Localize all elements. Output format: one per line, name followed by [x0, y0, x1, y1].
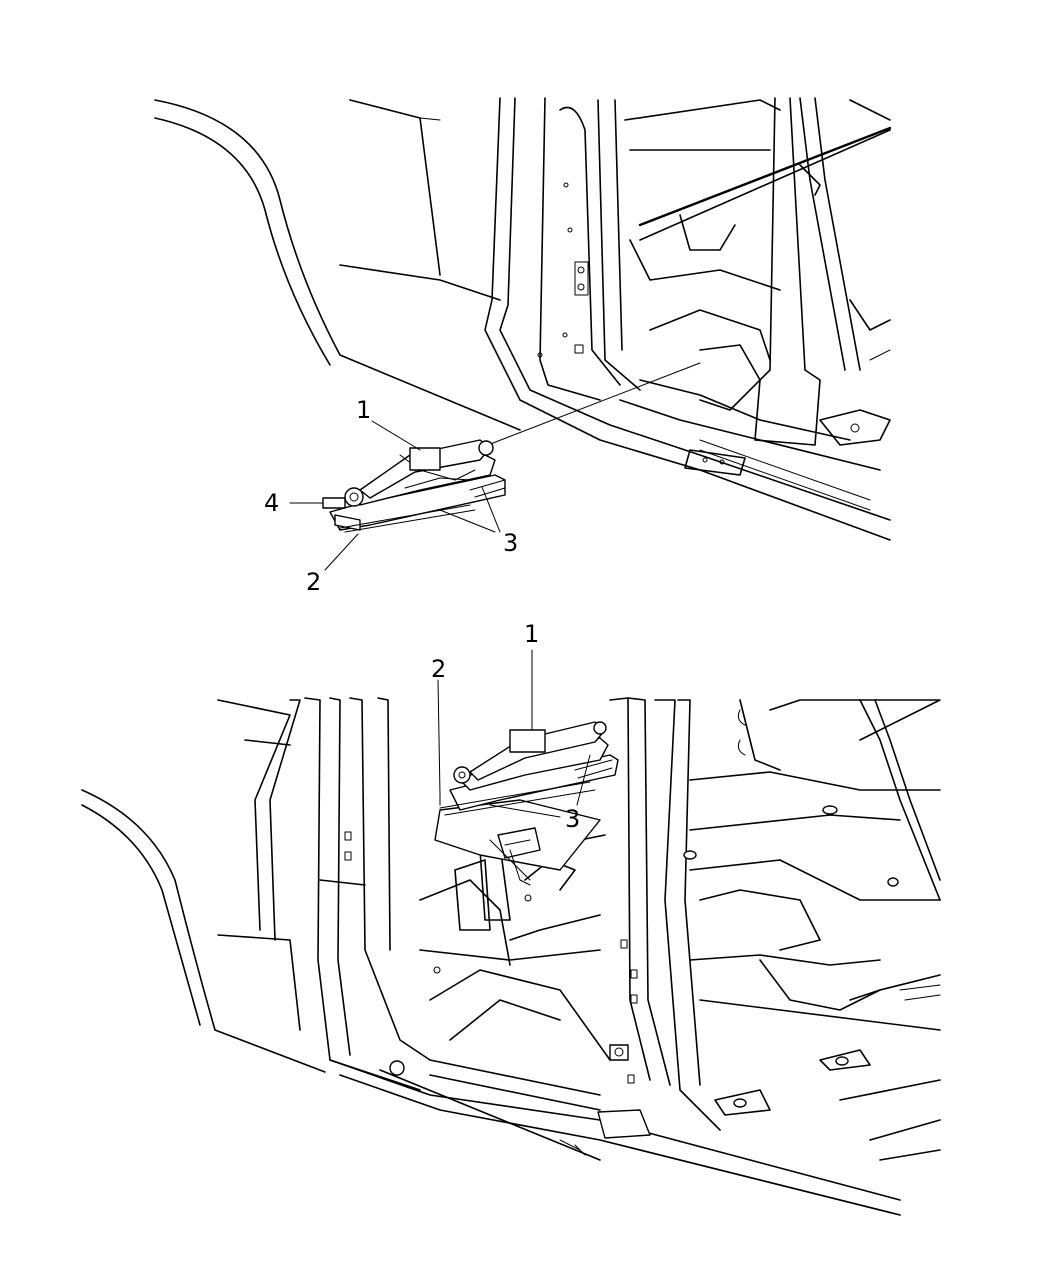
- top-callout-2: 2: [306, 568, 321, 596]
- bottom-view: 1 2 3: [81, 620, 941, 1216]
- bottom-scissor-jack: [439, 721, 619, 816]
- bottom-pillar-right: [609, 697, 721, 1131]
- top-view: 1 4 3 2: [154, 97, 892, 596]
- bottom-mount-bracket: [489, 827, 541, 886]
- top-scissor-jack: [322, 439, 506, 533]
- bottom-callout-leaders: [437, 649, 591, 818]
- top-callout-3: 3: [503, 529, 518, 557]
- bottom-callout-1: 1: [524, 620, 539, 648]
- bottom-pillar-left: [304, 697, 431, 1091]
- bottom-sill: [329, 1059, 901, 1216]
- top-door-opening: [484, 97, 891, 541]
- bottom-callout-2: 2: [431, 655, 446, 683]
- top-mount-leader: [479, 362, 701, 449]
- top-quarter-panel: [154, 99, 521, 431]
- bottom-interior: [419, 699, 941, 1161]
- top-callout-leaders: [289, 420, 501, 571]
- top-callout-1: 1: [356, 396, 371, 424]
- bottom-callout-3: 3: [565, 805, 580, 833]
- bottom-quarter-panel: [81, 699, 326, 1073]
- top-callout-4: 4: [264, 489, 279, 517]
- top-interior: [619, 97, 892, 511]
